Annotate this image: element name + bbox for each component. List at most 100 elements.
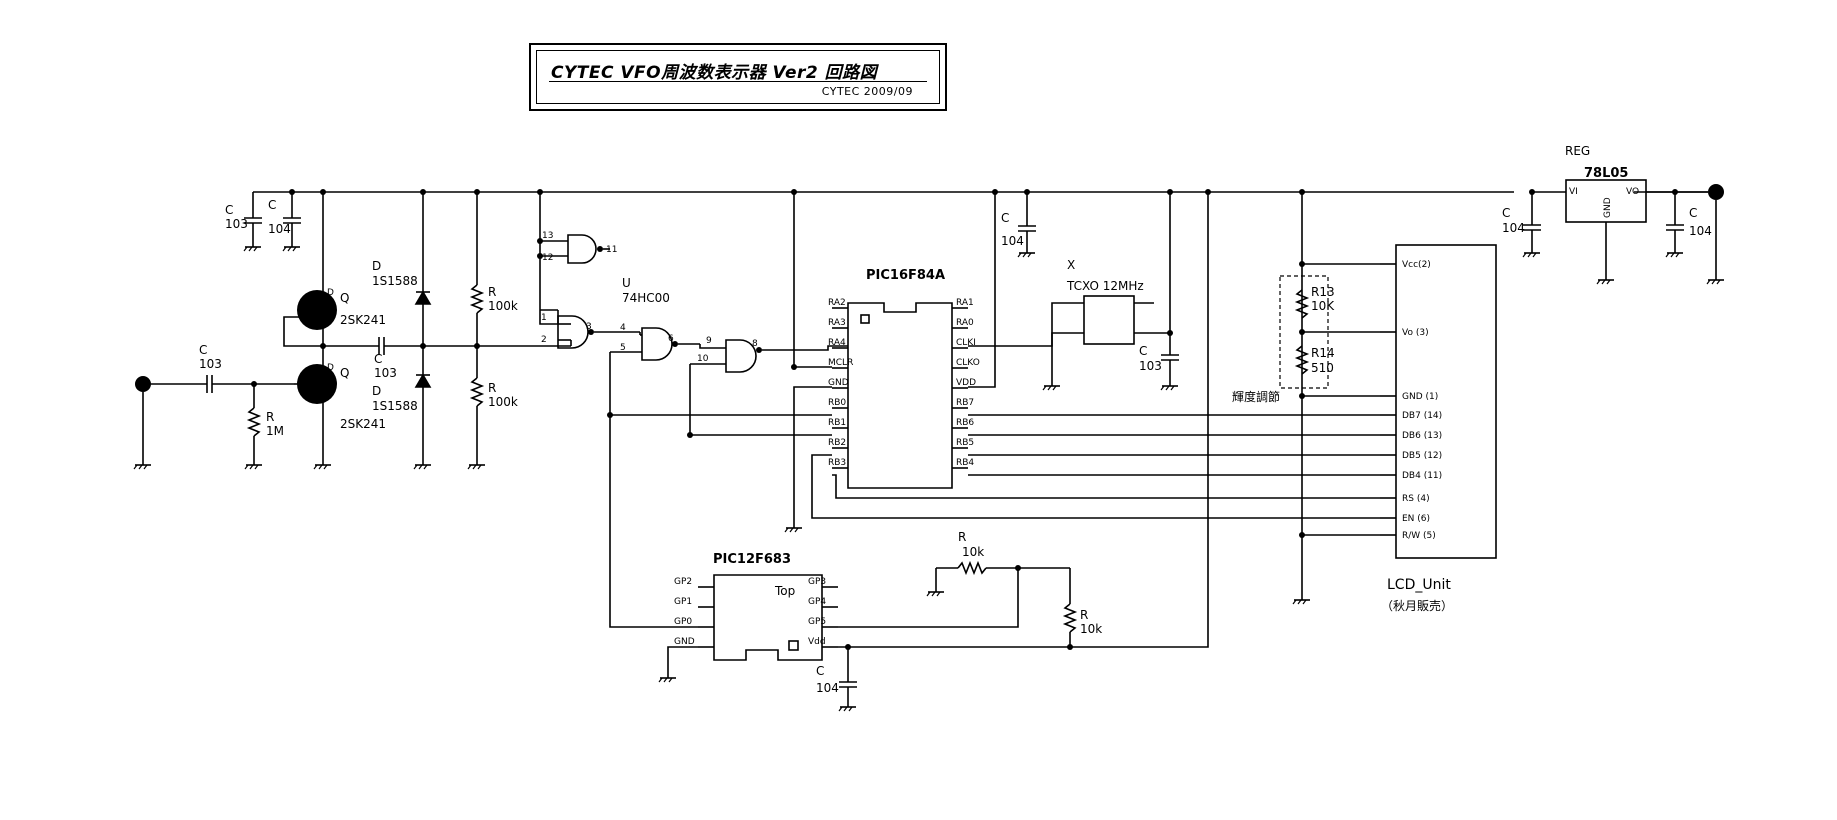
lcd-pins: Vcc(2)Vo (3)GND (1)DB7 (14)DB6 (13)DB5 (… [1380,260,1442,541]
r1-value: 1M [266,424,284,438]
pic16-right-pin-label-7: RB5 [956,438,974,448]
r13-ref: R13 [1311,285,1335,299]
r14-value: 510 [1311,361,1334,375]
r13-value: 10K [1311,299,1335,313]
lcd-pin-label-5: DB5 (12) [1402,451,1442,461]
regulator-78l05: REG 78L05 VI VO GND [1532,144,1675,285]
title-block: CYTEC VFO周波数表示器 Ver2 回路図 CYTEC 2009/09 [529,43,947,111]
pic16-left-pin-label-6: RB1 [828,418,846,428]
gate-pin-9: 9 [706,336,712,346]
lcd-pin-label-1: Vo (3) [1402,328,1429,338]
pic16-pins: RA2RA3RA4MCLRGNDRB0RB1RB2RB3RA1RA0CLKICL… [828,298,980,469]
gate-pin-6: 6 [668,334,674,344]
x-part: TCXO 12MHz [1066,279,1144,293]
pic12-left-pin-label-1: GP1 [674,597,692,607]
c4-value: 103 [374,366,397,380]
lcd-pin-label-8: EN (6) [1402,514,1430,524]
gate-pin-12: 12 [542,253,553,263]
reg-part: 78L05 [1584,166,1628,181]
contrast-network: R13 10K R14 510 輝度調節 [1232,192,1380,605]
r4-value: 10k [962,545,984,559]
pic16-right-pin-label-0: RA1 [956,298,974,308]
r3-ref: R [488,381,496,395]
capacitor-c3: C 103 [199,343,294,393]
pic12-mark: Top [774,584,795,598]
u-part: 74HC00 [622,291,670,305]
gate-pin-8: 8 [752,339,758,349]
capacitor-c5: C 104 [1001,192,1036,258]
lcd-name: LCD_Unit [1387,577,1451,593]
x-ref: X [1067,258,1075,272]
pic16-name: PIC16F84A [866,268,945,283]
pic16-wiring [607,192,1380,533]
pic12-left-pin-label-2: GP0 [674,617,692,627]
pic12-right-pin-label-1: GP4 [808,597,826,607]
c1-ref: C [225,203,233,217]
gate-u-b: 1 2 3 U 74HC00 [539,276,670,349]
c9-value: 104 [1689,224,1712,238]
capacitor-c1: C 103 [225,192,262,252]
pic16-left-pin-label-0: RA2 [828,298,846,308]
gate-u-d: 9 10 8 [689,336,848,435]
pic12-wiring [609,192,1209,683]
q2-drain-pin: D [327,363,334,373]
u-ref: U [622,276,631,290]
mosfet-q1: D Q 2SK241 [283,192,386,347]
pic16-right-pin-label-8: RB4 [956,458,974,468]
c5-value: 104 [1001,234,1024,248]
pic12-right-pin-label-0: GP3 [808,577,826,587]
gate-pin-11: 11 [606,245,617,255]
c4-ref: C [374,352,382,366]
brightness-label: 輝度調節 [1232,389,1280,404]
pic16-right-pin-label-2: CLKI [956,338,976,348]
capacitor-c2: C 104 [268,192,301,252]
pic16-left-pin-label-2: RA4 [828,338,846,348]
c7-ref: C [816,664,824,678]
lcd-pin-label-4: DB6 (13) [1402,431,1442,441]
diode-d1: D 1S1588 [372,192,432,346]
c6-value: 103 [1139,359,1162,373]
pic16-right-pin-label-6: RB6 [956,418,974,428]
pic12-right-pin-label-3: Vdd [808,637,826,647]
lcd-unit: LCD_Unit （秋月販売） [1381,244,1497,613]
pic12-name: PIC12F683 [713,552,791,567]
q1-ref: Q [340,291,349,305]
r2-value: 100k [488,299,518,313]
resistor-r3: R 100k [467,346,518,470]
output-connector [1675,184,1724,285]
pic16f84a: PIC16F84A [847,268,953,489]
pic16-left-pin-label-4: GND [828,378,849,388]
schematic-title: CYTEC VFO周波数表示器 Ver2 回路図 [551,63,878,83]
input-connector [133,376,207,470]
pic12-left-pin-label-3: GND [674,637,695,647]
q2-ref: Q [340,366,349,380]
gate-pin-5: 5 [620,343,626,353]
d1-ref: D [372,259,381,273]
title-inner-frame: CYTEC VFO周波数表示器 Ver2 回路図 CYTEC 2009/09 [536,50,940,104]
reg-pin-gnd: GND [1603,197,1613,218]
lcd-pin-label-2: GND (1) [1402,392,1438,402]
title-underline [549,81,927,82]
pic16-right-pin-label-3: CLKO [956,358,980,368]
lcd-pin-label-0: Vcc(2) [1402,260,1431,270]
d2-part: 1S1588 [372,399,418,413]
c1-value: 103 [225,217,248,231]
pic12-left-pin-label-0: GP2 [674,577,692,587]
gate-u-c: 4 5 6 [609,323,700,415]
pic16-right-pin-label-1: RA0 [956,318,974,328]
r4-ref: R [958,530,966,544]
resistor-r4: R 10k [926,530,1070,597]
lcd-pin-label-6: DB4 (11) [1402,471,1442,481]
gate-pin-2: 2 [541,335,547,345]
r2-ref: R [488,285,496,299]
r5-ref: R [1080,608,1088,622]
resistor-r5: R 10k [1062,568,1102,647]
c3-value: 103 [199,357,222,371]
lcd-note: （秋月販売） [1381,598,1453,613]
mosfet-q2: D Q 2SK241 [294,346,386,470]
q1-part: 2SK241 [340,313,386,327]
gate-pin-3: 3 [586,322,592,332]
c2-value: 104 [268,222,291,236]
gate-pin-1: 1 [541,313,547,323]
c8-ref: C [1502,206,1510,220]
